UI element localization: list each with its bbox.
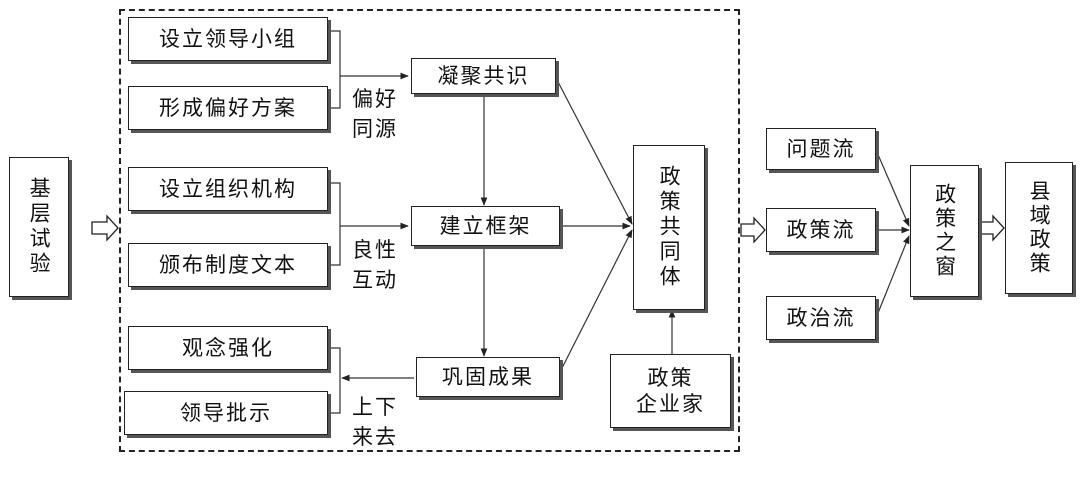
bracket-bottom [330,347,341,414]
stage-box-2: 建立框架 [411,206,560,246]
hollow-arrow-3 [978,214,1005,242]
policy-entrepreneur-box: 政策 企业家 [610,354,731,428]
subtask-box-2: 形成偏好方案 [128,86,328,130]
dashed-frame [119,9,740,452]
arrow-stream3-window [875,235,910,319]
stage-box-1: 凝聚共识 [411,58,556,94]
subtask-box-1: 设立领导小组 [128,17,328,61]
grassroots-box: 基层试验 [9,157,69,297]
connector-label-2-line-1: 良性 [352,238,398,262]
connector-label-2: 良性 互动 [352,235,398,295]
hollow-arrow-1 [91,214,119,242]
entrepreneur-line-2: 企业家 [636,392,705,416]
stream-box-2: 政策流 [766,208,876,252]
policy-window-box: 政策之窗 [910,165,979,297]
connector-label-1-line-1: 偏好 [352,87,398,111]
stream-box-1: 问题流 [766,128,876,170]
entrepreneur-line-1: 政策 [647,365,694,390]
connector-label-3-line-1: 上下 [352,395,398,419]
hollow-arrow-2 [740,216,766,244]
arrow-stream1-window [875,149,910,227]
connector-label-1: 偏好 同源 [352,84,398,144]
bracket-top [330,30,341,109]
arrow-stage3-community [559,229,633,373]
subtask-box-4: 颁布制度文本 [128,243,328,287]
connector-label-2-line-2: 互动 [352,268,398,292]
subtask-box-3: 设立组织机构 [128,167,328,211]
policy-community-box: 政策共同体 [633,145,705,310]
connector-label-1-line-2: 同源 [352,117,398,141]
stream-box-3: 政治流 [766,296,876,340]
county-policy-box: 县域政策 [1005,162,1073,294]
connector-label-3: 上下 来去 [352,392,398,452]
connector-label-3-line-2: 来去 [352,425,398,449]
subtask-box-5: 观念强化 [128,326,328,370]
arrow-stage1-community [555,77,633,225]
stage-box-3: 巩固成果 [416,357,560,397]
subtask-box-6: 领导批示 [124,391,328,435]
bracket-middle [330,182,341,266]
